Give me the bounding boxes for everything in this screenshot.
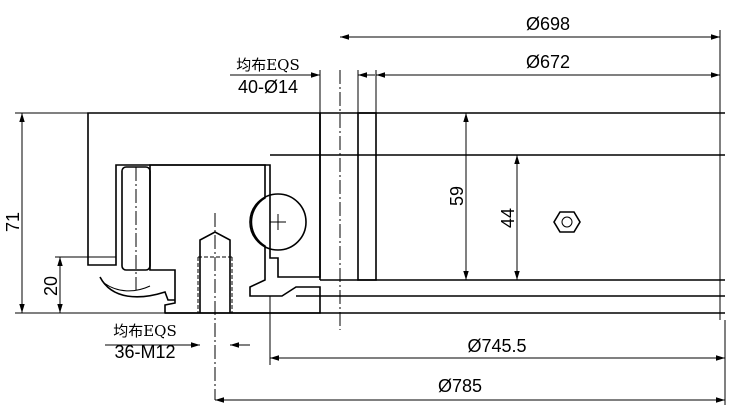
dim-d785: Ø785 bbox=[438, 376, 482, 396]
dim-h20: 20 bbox=[41, 276, 61, 296]
dim-d698: Ø698 bbox=[526, 14, 570, 34]
dim-h59: 59 bbox=[447, 186, 467, 206]
hole-note-spec: 40-Ø14 bbox=[238, 77, 298, 97]
ring-outlines bbox=[135, 30, 726, 405]
ball bbox=[249, 193, 307, 251]
dim-h71: 71 bbox=[3, 212, 23, 232]
thread-note-spec: 36-M12 bbox=[114, 342, 175, 362]
threaded-hole bbox=[197, 213, 233, 400]
inner-ring-section bbox=[99, 164, 321, 314]
dim-h44: 44 bbox=[498, 208, 518, 228]
grease-nipple-icon bbox=[553, 211, 581, 233]
dim-d672: Ø672 bbox=[526, 52, 570, 72]
thread-note-eqs: 均布EQS bbox=[113, 322, 177, 340]
dim-d745: Ø745.5 bbox=[467, 336, 526, 356]
outer-ring-section bbox=[87, 112, 377, 281]
hole-note-eqs: 均布EQS bbox=[236, 56, 300, 74]
